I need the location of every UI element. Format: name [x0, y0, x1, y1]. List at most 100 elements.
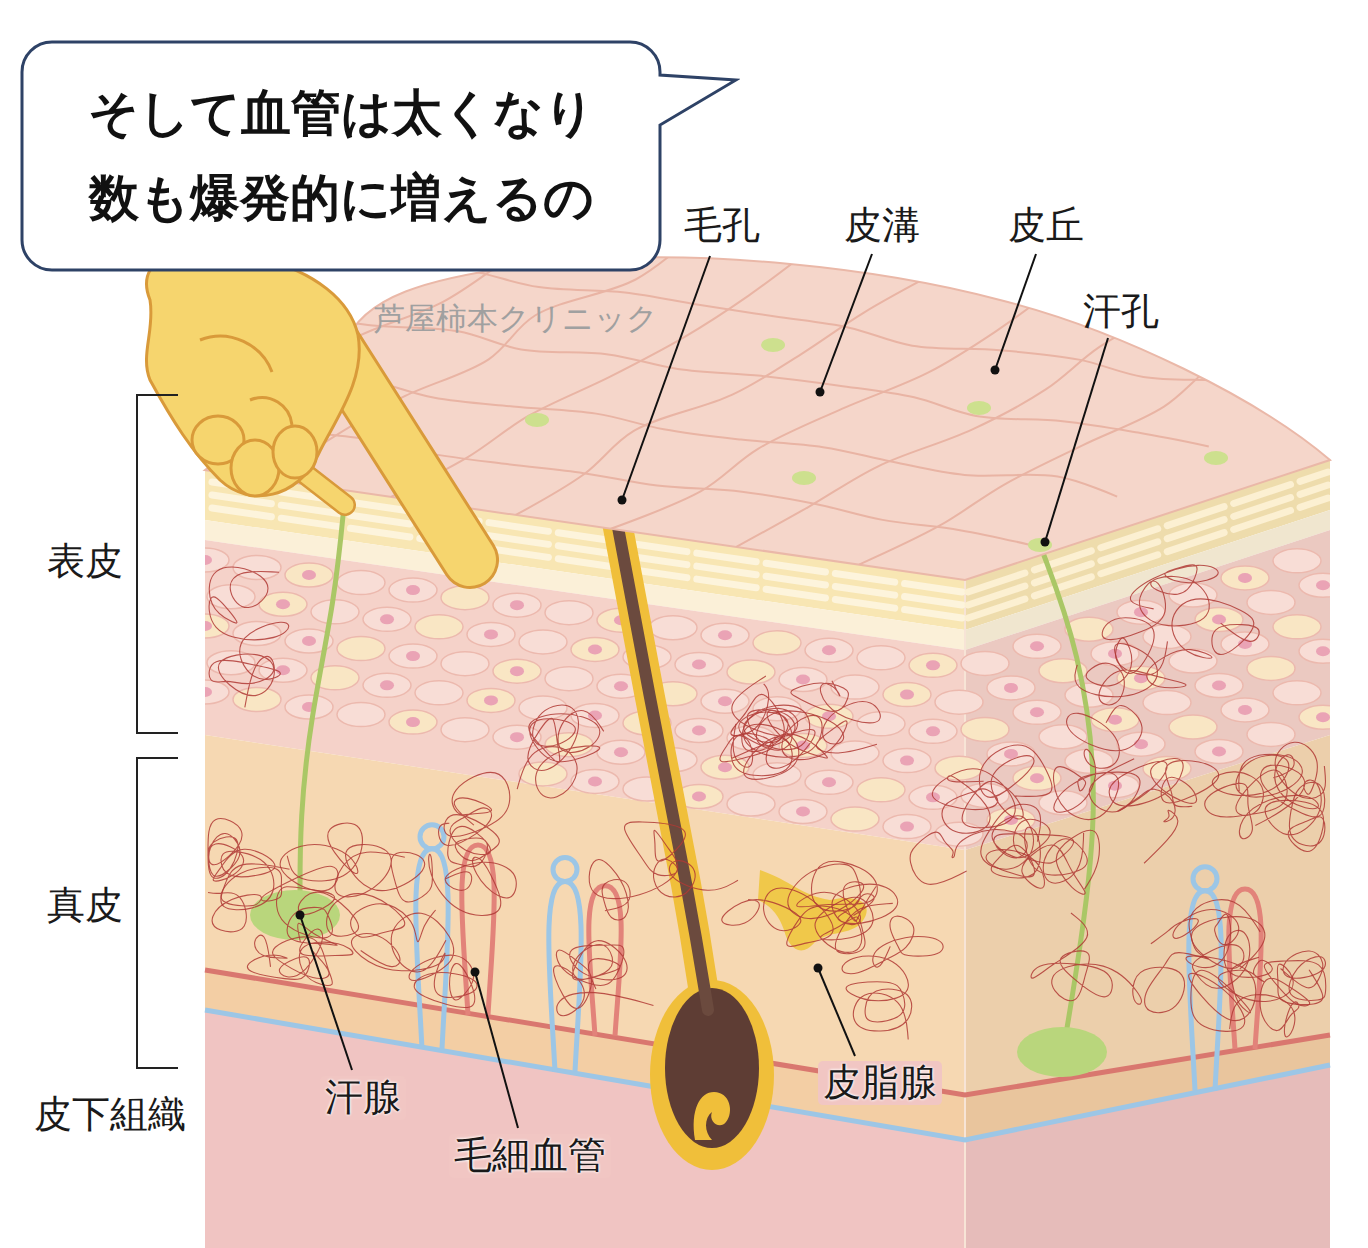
leader-dot — [816, 388, 825, 397]
cell-nucleus — [588, 776, 602, 786]
epidermis-cell — [1273, 681, 1321, 705]
epidermis-cell — [649, 616, 697, 640]
cell-nucleus — [926, 660, 940, 670]
cell-nucleus — [718, 762, 732, 772]
epidermis-cell — [181, 614, 229, 638]
label-holder: 表皮 — [47, 541, 123, 583]
cell-nucleus — [822, 777, 836, 787]
epidermis-cell — [233, 622, 281, 646]
epidermis-cell — [389, 644, 437, 668]
epidermis-cell — [441, 718, 489, 742]
epidermis-cell — [1065, 683, 1113, 707]
skin-pore — [1028, 538, 1052, 552]
collagen-fiber — [732, 676, 828, 768]
epidermis-cell — [571, 769, 619, 793]
collagen-fiber — [1255, 742, 1325, 851]
skin-pore — [525, 413, 549, 427]
cell-nucleus — [1212, 614, 1226, 624]
leader-dot — [471, 968, 480, 977]
leader-line — [622, 256, 710, 500]
epidermis-cell — [675, 653, 723, 677]
epidermis-cell — [1195, 673, 1243, 697]
epidermis-cell — [467, 688, 515, 712]
skin-pore — [761, 338, 785, 352]
epidermis-cell — [285, 695, 333, 719]
leader-line — [475, 972, 518, 1128]
epidermis-cell — [571, 637, 619, 661]
leader-dot — [991, 366, 1000, 375]
epidermis-cell — [857, 646, 905, 670]
epidermis-cell — [1169, 649, 1217, 673]
epidermis-cell — [597, 740, 645, 764]
epidermis-cell — [779, 668, 827, 692]
label-holder: 皮溝 — [844, 205, 920, 247]
collagen-fiber — [788, 861, 898, 924]
cell-nucleus — [1030, 707, 1044, 717]
epidermis-cell — [519, 630, 567, 654]
cell-nucleus — [510, 666, 524, 676]
collagen-fiber — [1191, 917, 1322, 1005]
epidermis-cell — [883, 815, 931, 839]
epidermis-cell — [493, 593, 541, 617]
epidermis-cell — [441, 586, 489, 610]
epidermis-cell — [1169, 583, 1217, 607]
capillary-loop — [549, 882, 582, 1072]
skin-surface-face — [205, 257, 1330, 580]
cell-nucleus — [1238, 705, 1252, 715]
collagen-fiber — [554, 941, 654, 1016]
epidermis-cell — [1273, 615, 1321, 639]
cell-nucleus — [198, 555, 212, 565]
cell-nucleus — [276, 665, 290, 675]
epidermis-cell — [805, 638, 853, 662]
epidermis-cell — [1013, 634, 1061, 658]
leader-lines — [296, 254, 1109, 1128]
leader-line — [995, 254, 1036, 370]
layer-bracket — [137, 758, 178, 1068]
speech-bubble-shape — [20, 40, 740, 274]
epidermis-cell — [1091, 774, 1139, 798]
collagen-fiber — [842, 916, 943, 1039]
collagen-fiber — [932, 745, 1052, 833]
label-holder: 真皮 — [47, 885, 123, 927]
epidermis-cell — [727, 660, 775, 684]
cell-nucleus — [1004, 683, 1018, 693]
epidermis-cell — [233, 688, 281, 712]
epidermis-cell — [1247, 656, 1295, 680]
collagen-fiber — [517, 705, 604, 798]
skin-layer-side — [965, 735, 1330, 1095]
cell-nucleus — [614, 681, 628, 691]
part-label: 毛孔 — [684, 205, 760, 247]
epidermis-cell — [415, 615, 463, 639]
capillary-loop — [462, 845, 495, 1015]
skin-groove — [859, 325, 1300, 565]
collagen-fiber — [277, 887, 436, 946]
epidermis-cell — [467, 622, 515, 646]
sweat-duct — [300, 495, 345, 900]
cell-nucleus — [1238, 573, 1252, 583]
layer-label: 皮下組織 — [34, 1094, 186, 1136]
label-holder: 皮下組織 — [34, 1094, 186, 1136]
epidermis-cell — [935, 690, 983, 714]
epidermis-cell — [857, 712, 905, 736]
cell-nucleus — [406, 651, 420, 661]
part-label: 汗腺 — [320, 1076, 406, 1120]
capillary-curl — [1193, 867, 1217, 891]
collagen-fiber — [1086, 599, 1259, 705]
cell-nucleus — [718, 696, 732, 706]
epidermis-cell — [961, 717, 1009, 741]
cell-nucleus — [900, 822, 914, 832]
epidermis-cell — [1143, 691, 1191, 715]
leader-dot — [618, 496, 627, 505]
cell-nucleus — [822, 645, 836, 655]
epidermis-cell — [779, 800, 827, 824]
cell-nucleus — [510, 600, 524, 610]
cell-nucleus — [406, 585, 420, 595]
cell-nucleus — [718, 630, 732, 640]
hand-palm — [146, 250, 359, 496]
epidermis-cell — [311, 600, 359, 624]
watermark: 芦屋柿本クリニック — [374, 301, 658, 335]
epidermis-cell — [961, 651, 1009, 675]
collagen-fiber — [351, 913, 477, 1008]
leader-dot — [814, 964, 823, 973]
